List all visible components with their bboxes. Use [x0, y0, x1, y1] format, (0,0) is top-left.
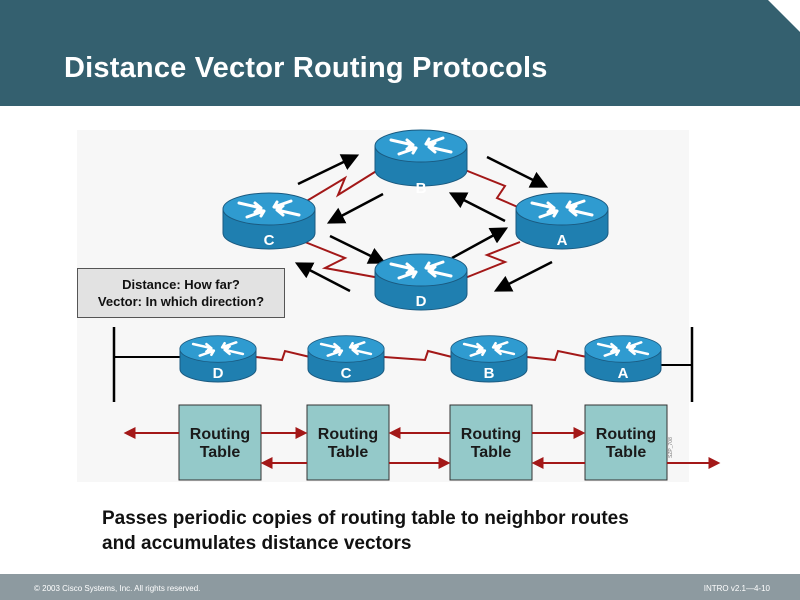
serial-link-bottom-2	[383, 349, 453, 362]
router-bottom-b: B	[449, 334, 529, 383]
routing-table-label: Table	[200, 444, 241, 461]
serial-link-d-a	[464, 241, 521, 279]
router-icon	[449, 334, 529, 364]
router-b: B	[373, 128, 469, 197]
router-label-bottom-c: C	[341, 365, 352, 382]
routing-table-3: Routing Table	[449, 404, 533, 481]
arrow-c-to-d	[329, 234, 387, 264]
routing-table-label: Routing	[190, 426, 250, 443]
arrow-a-to-b	[448, 192, 506, 223]
router-icon	[373, 252, 469, 288]
router-label-bottom-b: B	[484, 365, 495, 382]
page-curl-corner	[768, 0, 800, 32]
router-label-bottom-d: D	[213, 365, 224, 382]
arrow-a-to-d	[493, 260, 553, 292]
router-label-a: A	[557, 232, 568, 249]
routing-table-label: Table	[328, 444, 369, 461]
callout-line-vector: Vector: In which direction?	[97, 294, 265, 309]
router-label-bottom-a: A	[618, 365, 629, 382]
routing-table-label: Table	[471, 444, 512, 461]
serial-link-c-d	[304, 241, 381, 279]
router-icon	[373, 128, 469, 164]
router-label-c: C	[264, 232, 275, 249]
routing-table-label: Routing	[318, 426, 378, 443]
arrow-d-to-a	[451, 227, 509, 260]
serial-link-c-b	[304, 169, 379, 203]
routing-table-label: Routing	[461, 426, 521, 443]
routing-table-label: Routing	[596, 426, 656, 443]
title-bar: Distance Vector Routing Protocols	[0, 0, 800, 106]
router-d: D	[373, 252, 469, 311]
arrow-c-to-b	[297, 154, 360, 186]
footer-copyright: © 2003 Cisco Systems, Inc. All rights re…	[34, 584, 201, 593]
page-title: Distance Vector Routing Protocols	[64, 52, 548, 84]
router-a: A	[514, 191, 610, 250]
serial-link-bottom-1	[255, 349, 311, 362]
serial-link-b-a	[464, 169, 521, 209]
router-icon	[221, 191, 317, 227]
router-icon	[178, 334, 258, 364]
caption-line-2: and accumulates distance vectors	[102, 533, 412, 554]
router-bottom-d: D	[178, 334, 258, 383]
routing-table-2: Routing Table	[306, 404, 390, 481]
routing-table-4: Routing Table	[584, 404, 668, 481]
caption: Passes periodic copies of routing table …	[102, 506, 629, 556]
caption-line-1: Passes periodic copies of routing table …	[102, 508, 629, 529]
diagram-watermark: SZP_708	[668, 437, 674, 458]
routing-table-label: Table	[606, 444, 647, 461]
router-label-d: D	[416, 293, 427, 310]
router-c: C	[221, 191, 317, 250]
distance-vector-callout: Distance: How far? Vector: In which dire…	[77, 268, 285, 318]
callout-line-distance: Distance: How far?	[122, 277, 240, 292]
router-icon	[306, 334, 386, 364]
router-bottom-c: C	[306, 334, 386, 383]
footer-slide-code: INTRO v2.1—4-10	[703, 584, 770, 593]
routing-table-1: Routing Table	[178, 404, 262, 481]
arrow-d-to-c	[294, 262, 351, 293]
router-icon	[583, 334, 663, 364]
arrow-b-to-a	[486, 155, 549, 188]
arrow-b-to-c	[326, 192, 384, 224]
router-icon	[514, 191, 610, 227]
router-bottom-a: A	[583, 334, 663, 383]
serial-link-bottom-3	[526, 349, 588, 362]
router-label-b: B	[416, 180, 427, 197]
footer-bar: © 2003 Cisco Systems, Inc. All rights re…	[0, 574, 800, 600]
